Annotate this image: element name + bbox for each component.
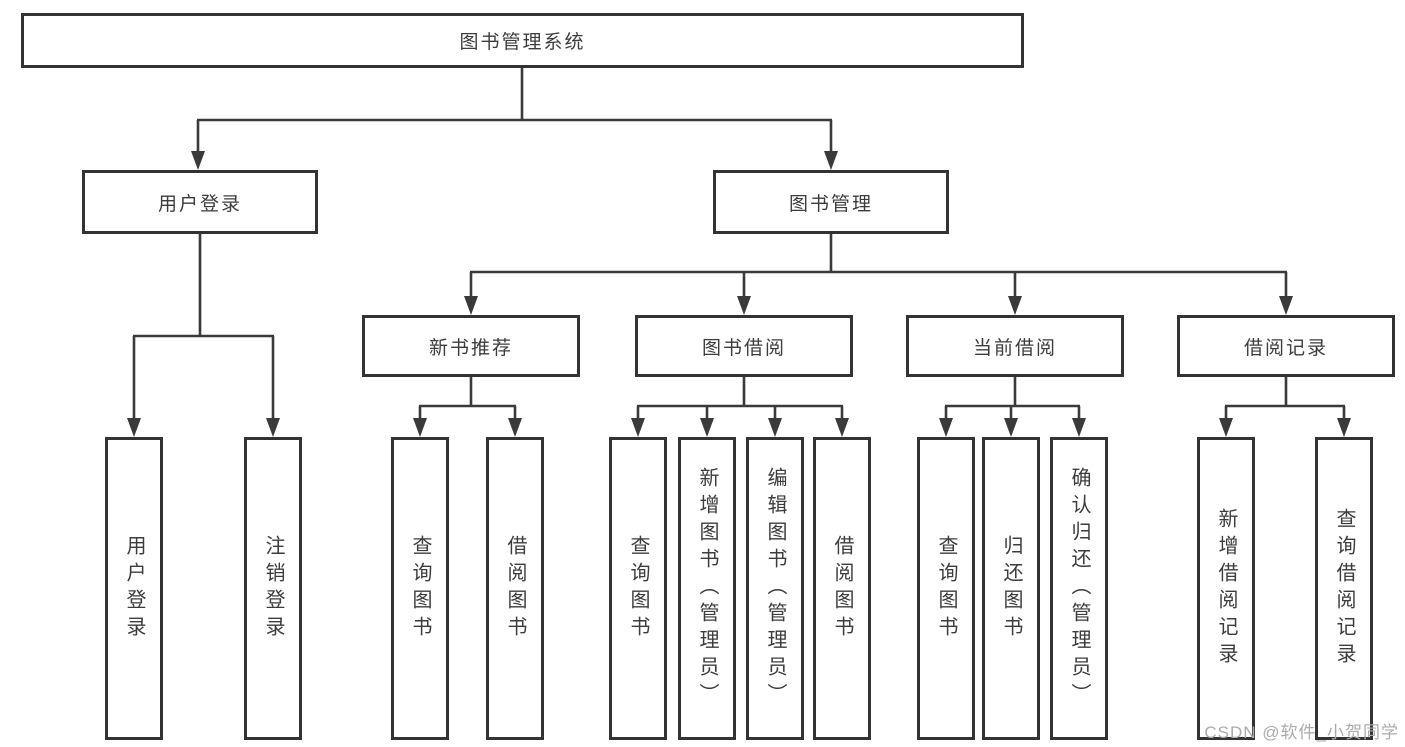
leaf-borrow-books: 借阅图书 [813, 437, 871, 740]
node-borrowing-records-label: 借阅记录 [1243, 337, 1328, 359]
leaf-add-books-admin-label: 新增图书（管理员） [696, 467, 718, 710]
node-root-label: 图书管理系统 [459, 32, 586, 53]
csdn-watermark: CSDN @软件_小贺同学 [1204, 723, 1399, 742]
node-borrowing-records: 借阅记录 [1177, 315, 1395, 377]
leaf-logout-label: 注销登录 [262, 534, 284, 643]
leaf-return-books: 归还图书 [982, 437, 1040, 740]
node-current-borrowing: 当前借阅 [906, 315, 1124, 377]
leaf-confirm-return-admin: 确认归还（管理员） [1050, 437, 1108, 740]
node-new-book-recommendation: 新书推荐 [362, 315, 580, 377]
leaf-query-books-current: 查询图书 [917, 437, 975, 740]
connector-stems [132, 68, 1346, 433]
leaf-query-books-borrow-label: 查询图书 [627, 534, 649, 643]
leaf-edit-books-admin: 编辑图书（管理员） [746, 437, 804, 740]
leaf-query-books-borrow: 查询图书 [609, 437, 667, 740]
leaf-query-borrow-record-label: 查询借阅记录 [1333, 507, 1355, 670]
leaf-return-books-label: 归还图书 [1000, 534, 1022, 643]
leaf-add-borrow-record: 新增借阅记录 [1197, 437, 1255, 740]
node-current-borrowing-label: 当前借阅 [972, 337, 1057, 359]
leaf-add-borrow-record-label: 新增借阅记录 [1215, 507, 1237, 670]
node-book-borrowing-label: 图书借阅 [701, 337, 786, 359]
node-book-borrowing: 图书借阅 [635, 315, 853, 377]
node-user-login-label: 用户登录 [157, 193, 242, 215]
leaf-query-books-current-label: 查询图书 [935, 534, 957, 643]
node-new-book-recommendation-label: 新书推荐 [428, 337, 513, 359]
node-book-management-branch: 图书管理 [713, 170, 949, 234]
node-root-system: 图书管理系统 [21, 13, 1024, 68]
node-book-management-label: 图书管理 [788, 193, 873, 215]
leaf-query-books-recommend: 查询图书 [391, 437, 449, 740]
leaf-borrow-books-recommend-label: 借阅图书 [504, 534, 526, 643]
leaf-confirm-return-admin-label: 确认归还（管理员） [1068, 467, 1090, 710]
leaf-borrow-books-recommend: 借阅图书 [486, 437, 544, 740]
leaf-logout: 注销登录 [244, 437, 302, 740]
leaf-user-login: 用户登录 [105, 437, 163, 740]
leaf-borrow-books-label: 借阅图书 [831, 534, 853, 643]
leaf-user-login-label: 用户登录 [123, 534, 145, 643]
leaf-edit-books-admin-label: 编辑图书（管理员） [764, 467, 786, 710]
leaf-query-borrow-record: 查询借阅记录 [1315, 437, 1373, 740]
connector-arrowheads [127, 151, 1351, 437]
leaf-query-books-recommend-label: 查询图书 [409, 534, 431, 643]
leaf-add-books-admin: 新增图书（管理员） [678, 437, 736, 740]
node-user-login-branch: 用户登录 [82, 170, 318, 234]
